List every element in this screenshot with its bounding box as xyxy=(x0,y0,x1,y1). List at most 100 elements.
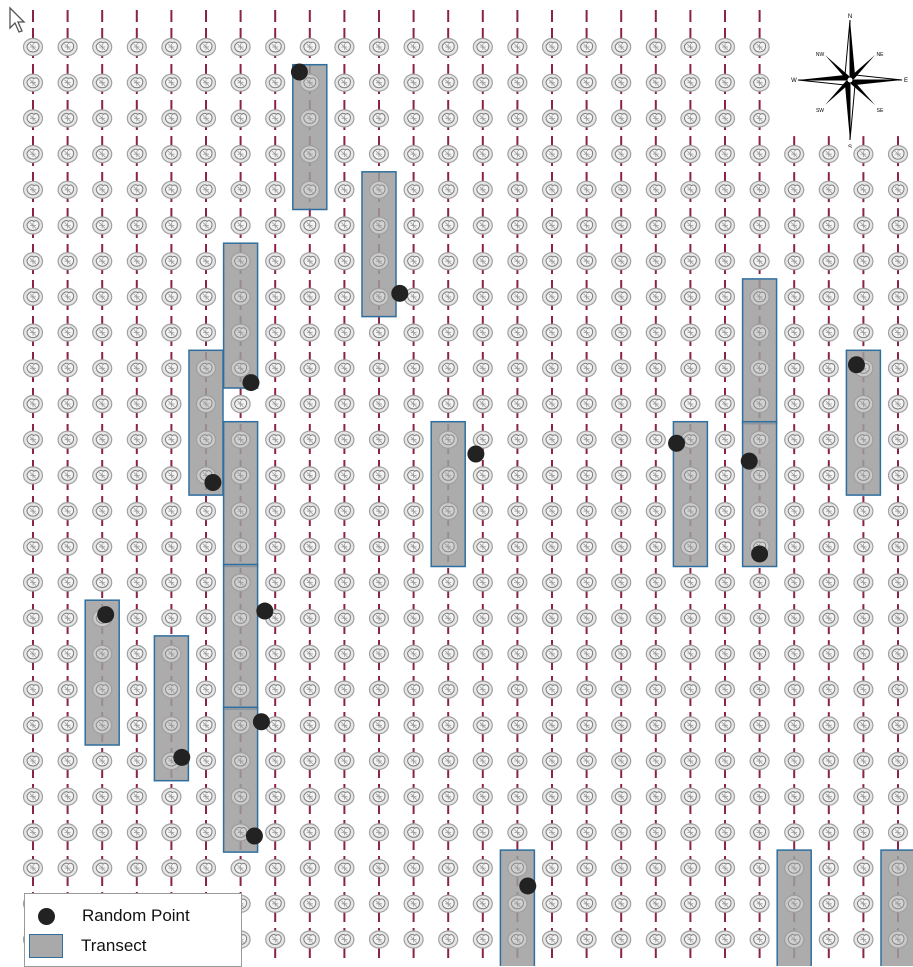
plant-icon xyxy=(335,253,354,270)
plant-icon xyxy=(508,574,527,591)
plant-icon xyxy=(646,181,665,198)
plant-icon xyxy=(750,146,769,163)
plant-icon xyxy=(370,146,389,163)
plant-icon xyxy=(127,360,146,377)
plant-icon xyxy=(646,110,665,127)
plant-icon xyxy=(93,324,112,341)
plant-icon xyxy=(370,681,389,698)
plant-icon xyxy=(508,753,527,770)
plant-icon xyxy=(543,503,562,520)
plant-icon xyxy=(404,217,423,234)
plant-icon xyxy=(508,288,527,305)
plant-icon xyxy=(58,360,77,377)
random-point xyxy=(291,63,308,80)
plant-icon xyxy=(889,181,908,198)
plant-icon xyxy=(889,895,908,912)
plant-icon xyxy=(681,360,700,377)
plant-icon xyxy=(162,503,181,520)
plant-icon xyxy=(127,824,146,841)
random-point xyxy=(751,545,768,562)
plant-icon xyxy=(197,574,216,591)
plant-icon xyxy=(231,610,250,627)
plant-icon xyxy=(716,931,735,948)
plant-icon xyxy=(58,431,77,448)
plant-icon xyxy=(370,74,389,91)
plant-icon xyxy=(266,574,285,591)
plant-icon xyxy=(750,574,769,591)
plant-icon xyxy=(58,217,77,234)
plant-icon xyxy=(439,253,458,270)
plant-icon xyxy=(819,645,838,662)
plant-icon xyxy=(681,324,700,341)
plant-icon xyxy=(577,146,596,163)
plant-icon xyxy=(93,74,112,91)
plant-icon xyxy=(266,74,285,91)
plant-icon xyxy=(785,538,804,555)
plant-icon xyxy=(58,788,77,805)
plant-icon xyxy=(681,288,700,305)
random-point xyxy=(391,285,408,302)
plant-icon xyxy=(439,146,458,163)
plant-icon xyxy=(473,645,492,662)
random-point xyxy=(173,749,190,766)
plant-icon xyxy=(24,610,43,627)
plant-icon xyxy=(300,645,319,662)
plant-icon xyxy=(370,503,389,520)
plant-icon xyxy=(127,396,146,413)
plant-icon xyxy=(162,146,181,163)
compass-e-label: E xyxy=(904,78,908,84)
plant-icon xyxy=(24,39,43,56)
plant-icon xyxy=(197,39,216,56)
plant-icon xyxy=(854,717,873,734)
plant-icon xyxy=(300,324,319,341)
plant-icon xyxy=(24,396,43,413)
plant-icon xyxy=(681,645,700,662)
plant-icon xyxy=(404,574,423,591)
plant-icon xyxy=(231,253,250,270)
plant-icon xyxy=(439,181,458,198)
plant-icon xyxy=(889,288,908,305)
plant-icon xyxy=(162,74,181,91)
plant-icon xyxy=(577,324,596,341)
plant-icon xyxy=(197,110,216,127)
plant-icon xyxy=(162,574,181,591)
plant-icon xyxy=(231,146,250,163)
plant-icon xyxy=(300,146,319,163)
plant-icon xyxy=(785,396,804,413)
plant-icon xyxy=(127,146,146,163)
plant-icon xyxy=(543,610,562,627)
plant-icon xyxy=(266,39,285,56)
plant-icon xyxy=(750,503,769,520)
plant-icon xyxy=(819,610,838,627)
plant-icon xyxy=(785,324,804,341)
plant-icon xyxy=(300,181,319,198)
plant-icon xyxy=(543,895,562,912)
plant-icon xyxy=(370,574,389,591)
plant-icon xyxy=(681,681,700,698)
plant-icon xyxy=(473,824,492,841)
plant-icon xyxy=(127,681,146,698)
plant-icon xyxy=(889,360,908,377)
plant-icon xyxy=(370,645,389,662)
plant-icon xyxy=(58,253,77,270)
plant-icon xyxy=(508,74,527,91)
plant-icon xyxy=(854,217,873,234)
plant-icon xyxy=(300,717,319,734)
plant-icon xyxy=(750,288,769,305)
plant-icon xyxy=(785,431,804,448)
plant-icon xyxy=(127,110,146,127)
plant-icon xyxy=(819,324,838,341)
plant-icon xyxy=(266,645,285,662)
plant-icon xyxy=(370,860,389,877)
plant-icon xyxy=(335,467,354,484)
plant-icon xyxy=(716,39,735,56)
plant-icon xyxy=(335,360,354,377)
plant-icon xyxy=(750,610,769,627)
plant-icon xyxy=(266,324,285,341)
plant-icon xyxy=(543,931,562,948)
plant-icon xyxy=(24,538,43,555)
plant-icon xyxy=(231,396,250,413)
plant-icon xyxy=(24,324,43,341)
plant-icon xyxy=(127,181,146,198)
